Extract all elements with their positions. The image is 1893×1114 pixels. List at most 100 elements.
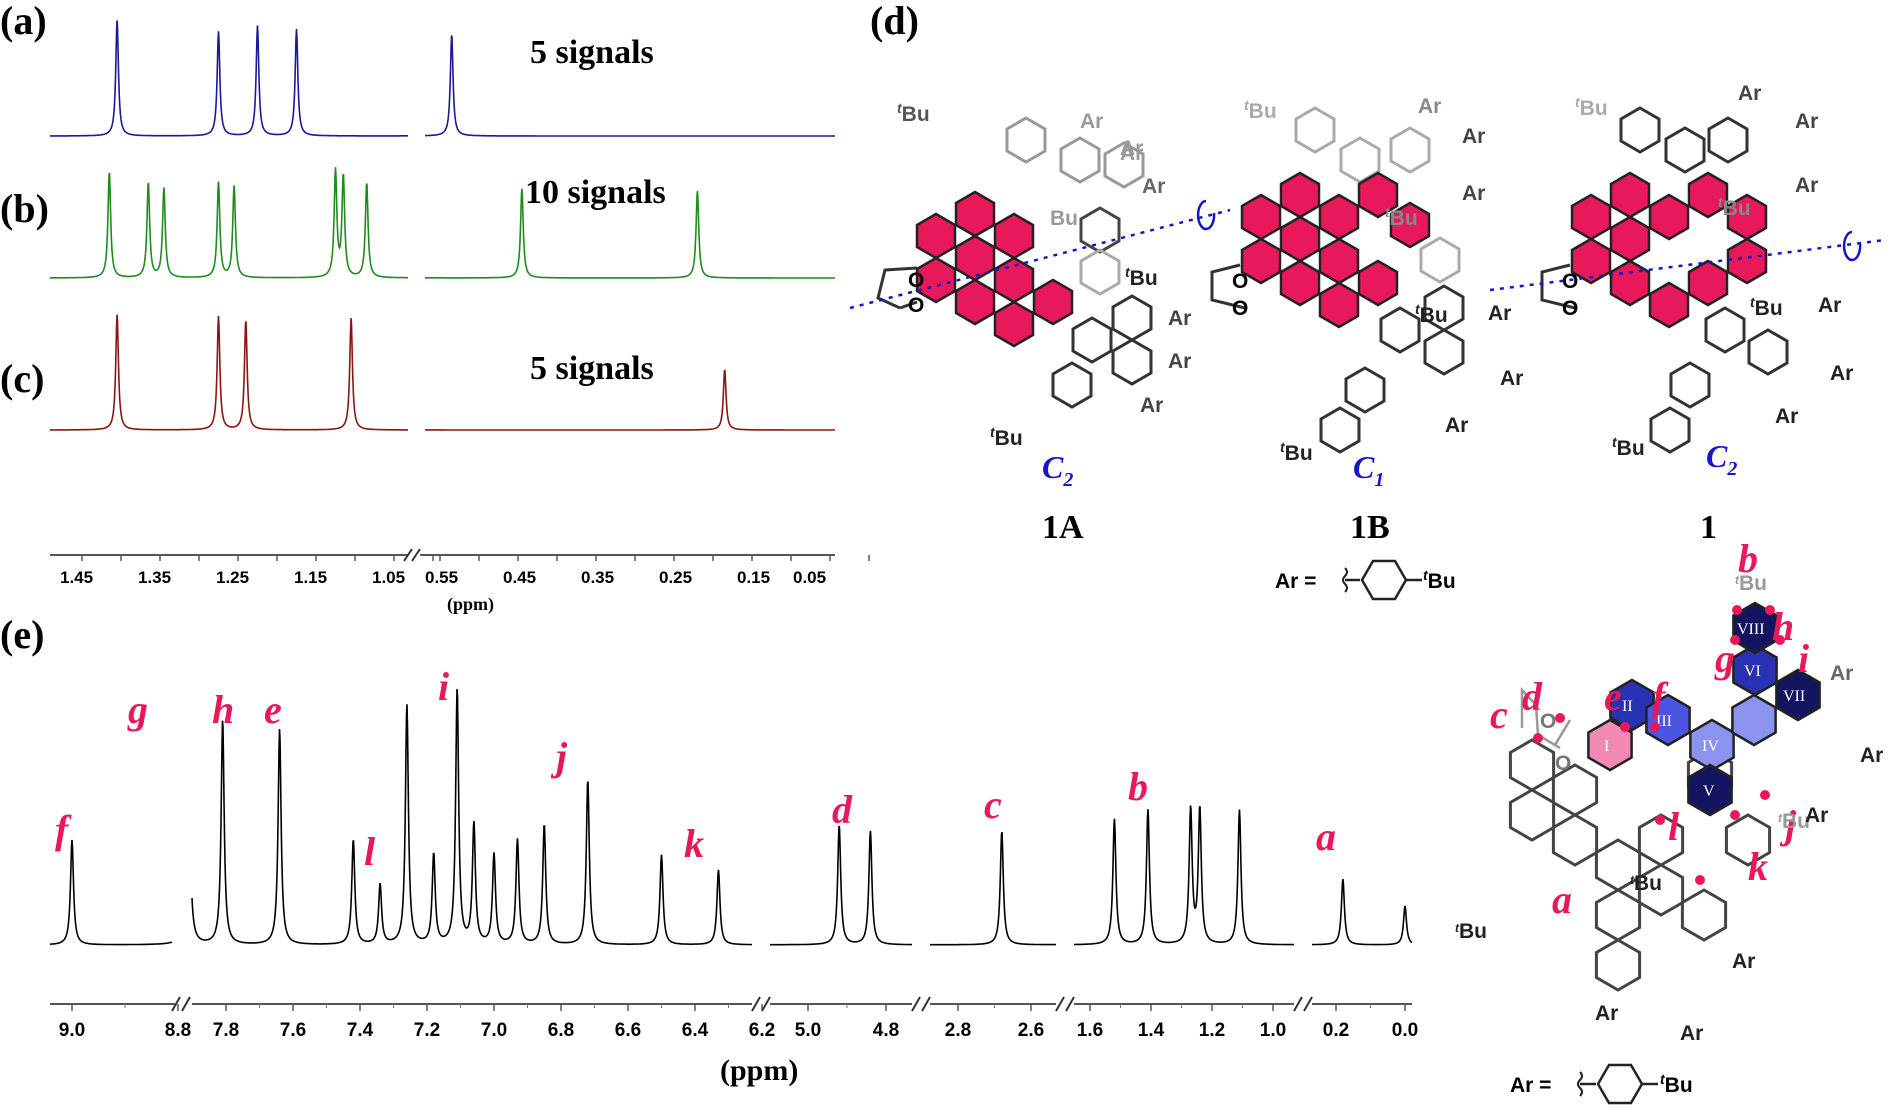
tick-label: 7.8 [213,1020,239,1041]
ring-label: IV [1702,738,1719,755]
structure-1A: O O Ar Ar Ar Ar Ar Ar Ar tBu Bu tBu tBu … [849,100,1231,546]
tick-label: 5.0 [795,1020,821,1041]
spectrum-trace-a [425,35,835,137]
ar-label: Ar [1680,1022,1703,1045]
tick-label: 1.05 [372,568,405,587]
tick-label: 2.6 [1018,1020,1044,1041]
peak-label-b: b [1128,764,1148,809]
tick-label: 7.2 [414,1020,440,1041]
spectrum-trace-e [191,688,752,946]
svg-text:Ar =: Ar = [1275,570,1316,593]
ar-label: Ar [1805,804,1828,827]
proton-label-h: h [1772,604,1794,649]
tick-label: 1.0 [1260,1020,1286,1041]
ar-label: Ar [1595,1002,1618,1025]
ring-label: II [1622,698,1633,715]
tick-label: 1.4 [1138,1020,1165,1041]
tick-label: 0.0 [1392,1020,1418,1041]
ar-label: Ar [1142,175,1165,198]
proton-label-f: f [1652,674,1669,719]
top-spectra [50,20,835,431]
svg-text:tBu: tBu [990,424,1023,450]
tick-label: 0.15 [737,568,770,587]
ar-label: Ar [1168,307,1191,330]
signals-label-a: 5 signals [530,34,654,71]
ar-label: Ar [1445,414,1468,437]
svg-text:tBu: tBu [1385,204,1418,230]
svg-text:tBu: tBu [1750,294,1783,320]
ar-definition: Ar = tBu [1275,559,1456,601]
proton-label-e: e [1604,674,1622,719]
tick-label: 8.8 [165,1020,191,1041]
top-axis-label: (ppm) [447,594,494,615]
peak-label-h: h [212,687,234,732]
ar-label: Ar [1860,744,1883,767]
ar-label: Ar [1462,182,1485,205]
svg-text:tBu: tBu [1575,94,1608,120]
ar-label: Ar [1418,95,1441,118]
proton-label-c: c [1490,692,1508,737]
peak-label-g: g [127,687,148,732]
tick-label: 7.4 [347,1020,374,1041]
spectrum-trace-b [425,188,835,279]
svg-text:tBu: tBu [1125,264,1158,290]
tick-label: 2.8 [945,1020,971,1041]
ar-label: Ar [1830,662,1853,685]
ar-label: Ar [1080,110,1103,133]
tick-label: 0.55 [425,568,458,587]
compound-name: 1B [1350,509,1390,546]
svg-text:tBu: tBu [1280,439,1313,465]
ar-label: Ar [1738,82,1761,105]
tick-label: 7.0 [481,1020,507,1041]
svg-text:Ar =: Ar = [1510,1074,1551,1097]
peak-label-a: a [1316,814,1336,859]
spectrum-e [50,688,1413,946]
tbu-label: tBu tBu tBu tBu [1575,94,1783,460]
proton-label-i: i [1798,636,1809,681]
peak-label-k: k [684,821,704,866]
tick-label: 9.0 [59,1020,85,1041]
tbu-label: tBu [1455,920,1487,943]
ar-label: Ar [1732,950,1755,973]
tick-label: 0.35 [581,568,614,587]
peak-label-d: d [832,787,853,832]
tick-label: 1.2 [1199,1020,1225,1041]
svg-text:tBu: tBu [1660,1071,1693,1097]
tick-label: 1.35 [138,568,171,587]
ar-label: Ar [1818,294,1841,317]
symmetry-label: C2 [1706,438,1737,480]
tick-label: 0.45 [503,568,536,587]
tick-label: 1.6 [1077,1020,1103,1041]
tick-label: 6.2 [749,1020,775,1041]
ar-label: Ar [1120,137,1143,160]
peak-label-i: i [438,664,449,709]
ar-label: Ar [1775,405,1798,428]
ring-label: V [1703,783,1715,800]
panel-label-d: (d) [870,0,919,43]
symmetry-label: C1 [1353,449,1384,491]
proton-label-l: l [1668,804,1680,849]
ring-label: III [1656,713,1672,730]
spectrum-trace-e [770,825,912,946]
proton-label-d: d [1522,674,1543,719]
spectrum-trace-e [1074,805,1294,946]
ar-label: Ar [1500,367,1523,390]
svg-text:tBu: tBu [897,100,930,126]
spectrum-trace-a [50,20,408,137]
spectrum-trace-c [425,369,835,431]
oxygen-atom: O [908,294,924,317]
panel-label-a: (a) [0,0,47,43]
tick-label: 4.8 [873,1020,899,1041]
ar-label: Ar [1462,125,1485,148]
oxygen-atom: O [1232,270,1248,293]
ar-definition: Ar = tBu [1510,1063,1693,1105]
svg-text:tBu: tBu [1423,567,1456,593]
ar-label: Ar [1795,174,1818,197]
svg-text:tBu: tBu [1612,434,1645,460]
spectrum-trace-e [930,831,1056,946]
peak-label-c: c [984,782,1002,827]
